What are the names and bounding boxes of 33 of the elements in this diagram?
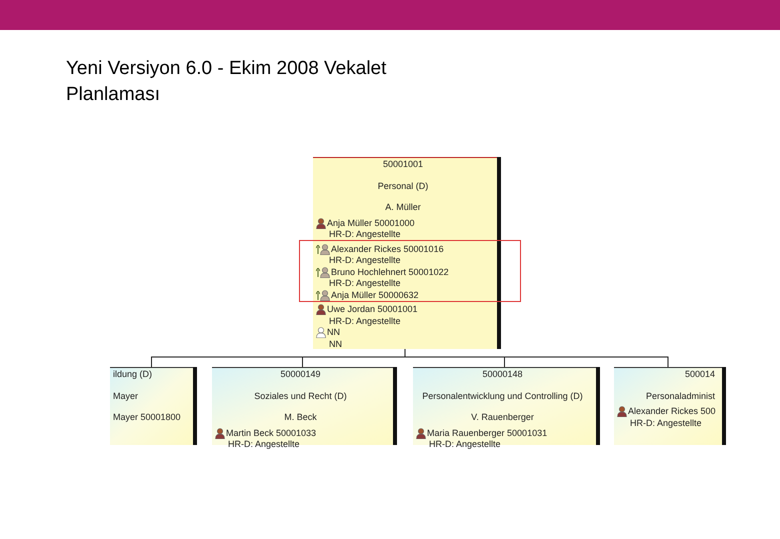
slide-title: Yeni Versiyon 6.0 - Ekim 2008 Vekalet Planlaması: [66, 57, 388, 107]
unit-heading: 500014: [684, 369, 715, 380]
unit-heading: 50000148: [482, 369, 523, 380]
person-name: Anja Müller 50000632: [331, 290, 419, 301]
unit-heading: Mayer: [113, 390, 138, 402]
role-text: HR-D: Angestellte: [630, 418, 702, 429]
role-text: HR-D: Angestellte: [329, 229, 401, 240]
role-text: HR-D: Angestellte: [329, 316, 401, 327]
person-name: Alexander Rickes 500: [628, 406, 716, 418]
person-name: Alexander Rickes 50001016: [331, 244, 444, 255]
role-text: HR-D: Angestellte: [429, 439, 501, 450]
person-name: NN: [327, 327, 340, 338]
person-name: Uwe Jordan 50001001: [327, 304, 418, 316]
role-text: HR-D: Angestellte: [329, 278, 401, 290]
role-text: HR-D: Angestellte: [329, 255, 401, 266]
person-name: Martin Beck 50001033: [226, 428, 316, 439]
unit-heading: 50000149: [280, 369, 321, 380]
role-text: HR-D: Angestellte: [228, 439, 300, 450]
person-name: Anja Müller 50001000: [327, 218, 415, 229]
unit-heading: V. Rauenberger: [471, 412, 534, 424]
person-name: Bruno Hochlehnert 50001022: [331, 266, 449, 278]
connector-line: [404, 348, 668, 368]
unit-heading: ildung (D): [113, 369, 152, 380]
unit-heading: A. Müller: [385, 202, 421, 214]
unit-heading: Personal (D): [378, 180, 428, 192]
unit-heading: Personalentwicklung und Controlling (D): [422, 390, 583, 402]
unit-heading: Personaladminist: [646, 390, 715, 402]
unit-heading: Soziales und Recht (D): [254, 390, 347, 402]
role-text: Mayer 50001800: [113, 412, 181, 424]
role-text: NN: [329, 338, 342, 350]
unit-heading: 50001001: [382, 159, 424, 170]
person-name: Maria Rauenberger 50001031: [427, 428, 548, 439]
unit-heading: M. Beck: [284, 412, 317, 424]
